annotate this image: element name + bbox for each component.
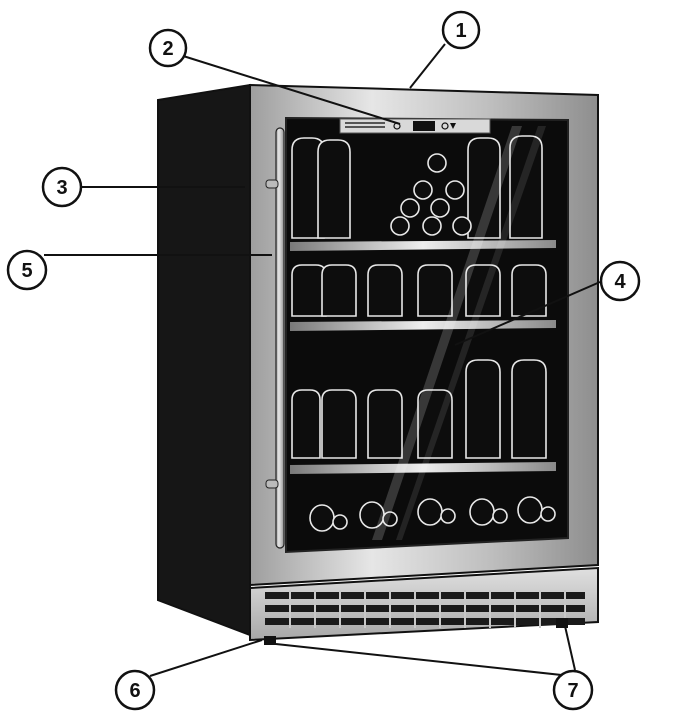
callout-4: 4	[599, 260, 641, 302]
top-shelf-contents	[291, 135, 543, 239]
shelf-1	[290, 240, 556, 251]
leader-lines	[44, 43, 601, 678]
callout-6: 6	[114, 669, 156, 711]
door-handle[interactable]	[265, 127, 285, 549]
lower-shelf-cans	[291, 359, 547, 459]
grille-slot-dividers	[289, 590, 566, 628]
middle-shelf-cans	[291, 264, 547, 317]
leader-line-6	[149, 639, 263, 677]
callout-5-number: 5	[21, 260, 32, 282]
leader-line-1	[409, 43, 446, 89]
ventilation-grille	[265, 592, 585, 625]
glass-reflection-2	[396, 126, 546, 540]
callout-2: 2	[148, 28, 188, 68]
leader-line-7b	[564, 625, 576, 671]
shelves	[290, 240, 556, 474]
control-panel	[339, 118, 491, 134]
leader-line-7a	[275, 643, 581, 678]
callout-3-number: 3	[56, 177, 67, 199]
leader-line-4	[454, 281, 601, 346]
callout-5: 5	[6, 249, 48, 291]
callout-1: 1	[441, 10, 481, 50]
glass-reflection	[372, 126, 522, 540]
leveling-leg-left	[264, 636, 276, 645]
callout-3: 3	[41, 166, 83, 208]
cabinet-side	[157, 83, 251, 637]
callout-2-number: 2	[162, 38, 173, 60]
leveling-leg-right	[556, 618, 568, 628]
leader-line-2	[179, 54, 401, 125]
shelf-2	[290, 320, 556, 331]
callout-6-number: 6	[129, 680, 140, 702]
bottom-bottles	[309, 496, 556, 532]
callout-7-number: 7	[567, 680, 578, 702]
callout-1-number: 1	[455, 20, 466, 42]
shelf-3	[290, 462, 556, 474]
callout-7: 7	[552, 669, 594, 711]
callout-4-number: 4	[614, 271, 626, 293]
